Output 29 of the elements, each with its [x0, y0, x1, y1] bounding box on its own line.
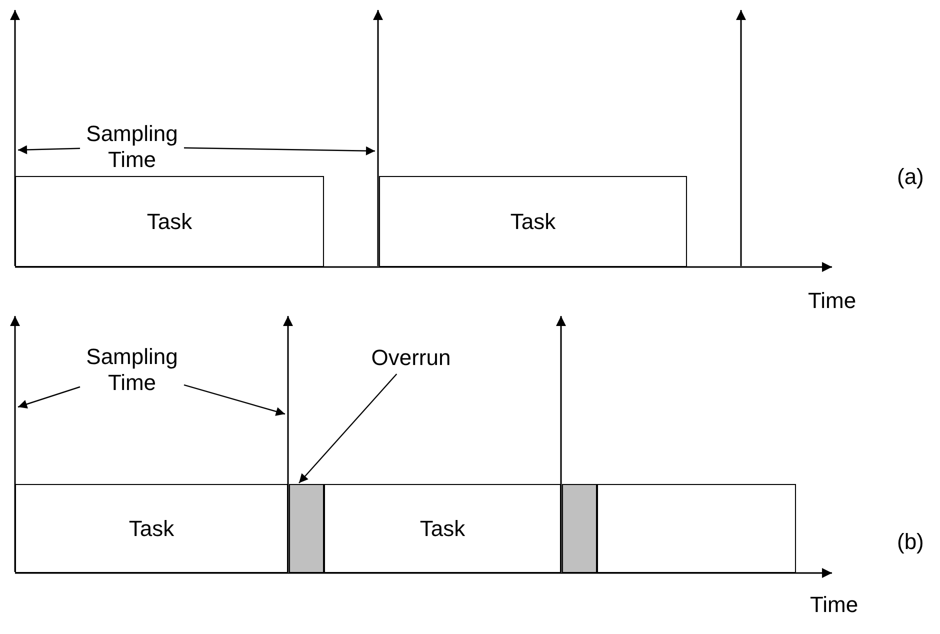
- task-box: [379, 176, 687, 267]
- axis-label: Time: [808, 288, 856, 314]
- leader-arrow: [184, 384, 286, 416]
- sampling-arrow: [10, 316, 20, 572]
- callout-text: Sampling Time: [82, 342, 182, 398]
- sampling-arrow: [283, 316, 293, 572]
- sampling-arrow: [736, 10, 746, 266]
- callout-text: Overrun: [366, 344, 456, 372]
- task-box: [15, 176, 324, 267]
- leader-arrow: [298, 374, 398, 484]
- task-label: Task: [128, 516, 174, 542]
- overrun-block: [289, 484, 324, 573]
- sampling-arrow: [373, 10, 383, 266]
- leader-arrow: [18, 145, 80, 154]
- callout-text: Sampling Time: [82, 119, 182, 175]
- panel-label: (b): [897, 529, 924, 555]
- task-box: [324, 484, 561, 573]
- axis-label: Time: [810, 592, 858, 618]
- task-box: [597, 484, 796, 573]
- leader-arrow: [184, 146, 376, 156]
- sampling-arrow: [556, 316, 566, 572]
- task-label: Task: [510, 208, 556, 234]
- sampling-arrow: [10, 10, 20, 266]
- leader-arrow: [18, 386, 80, 408]
- task-label: Task: [146, 208, 192, 234]
- panel-label: (a): [897, 164, 924, 190]
- overrun-block: [562, 484, 597, 573]
- task-label: Task: [420, 516, 466, 542]
- task-box: [15, 484, 288, 573]
